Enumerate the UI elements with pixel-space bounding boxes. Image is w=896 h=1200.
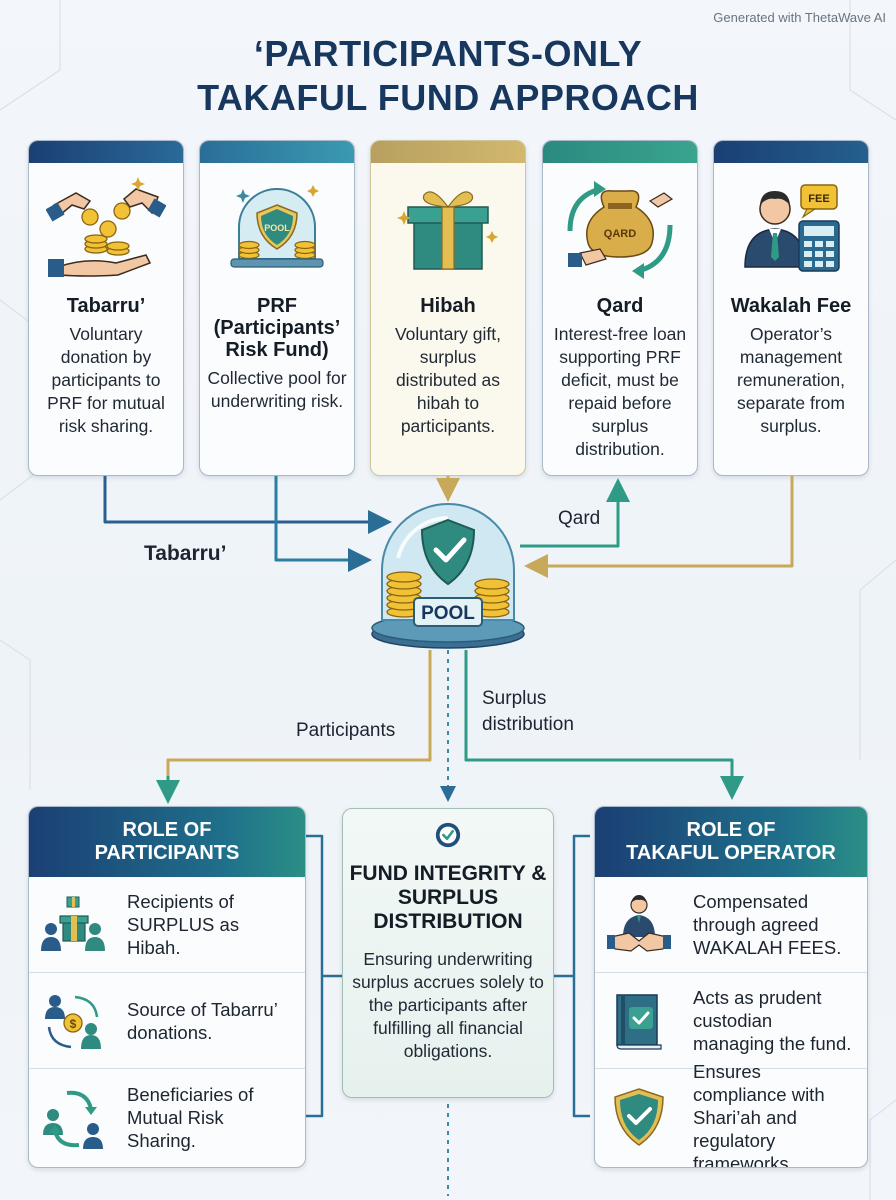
pool-icon-text: POOL bbox=[264, 223, 290, 233]
arrow-pool-to-qard bbox=[520, 478, 630, 548]
card-wakalah: FEE Wakalah Fee Operator’s management re… bbox=[713, 140, 869, 476]
arrow-pool-to-operator bbox=[464, 650, 744, 800]
handshake-person-icon bbox=[607, 894, 671, 952]
card-title: Wakalah Fee bbox=[730, 295, 852, 317]
list-item: Compensated through agreed WAKALAH FEES. bbox=[595, 877, 867, 973]
arrow-prf-to-pool bbox=[274, 476, 372, 572]
panel-title-line-2: PARTICIPANTS bbox=[94, 842, 240, 864]
panel-title-line-1: ROLE OF bbox=[686, 819, 776, 841]
label-tabarru-flow: Tabarru’ bbox=[144, 542, 227, 565]
list-item: Ensures compliance with Shari’ah and reg… bbox=[595, 1061, 867, 1167]
check-circle-icon bbox=[435, 822, 461, 848]
list-item: Recipients of SURPLUS as Hibah. bbox=[29, 877, 305, 973]
panel-heading: ROLE OF PARTICIPANTS bbox=[29, 807, 305, 877]
card-accent-bar bbox=[371, 141, 525, 163]
list-item-text: Ensures compliance with Shari’ah and reg… bbox=[693, 1060, 825, 1168]
title-line-1: ‘PARTICIPANTS-ONLY bbox=[253, 33, 643, 74]
list-item: $ Source of Tabarru’ donations. bbox=[29, 973, 305, 1069]
loan-bag-icon: QARD bbox=[567, 181, 674, 279]
panel-description: Ensuring underwriting surplus accrues so… bbox=[352, 949, 544, 1061]
card-title: PRF (Participants’ Risk Fund) bbox=[213, 295, 341, 361]
card-qard: QARD Qard Interest-free loan supporting … bbox=[542, 140, 698, 476]
panel-title-line-1: ROLE OF bbox=[122, 819, 212, 841]
card-prf: POOL PRF (Participants’ Risk Fund) Colle… bbox=[199, 140, 355, 476]
list-item-text: Recipients of SURPLUS as Hibah. bbox=[127, 891, 240, 958]
card-description: Interest-free loan supporting PRF defici… bbox=[553, 324, 687, 459]
list-item: Acts as prudent custodian managing the f… bbox=[595, 973, 867, 1069]
operator-calculator-icon: FEE bbox=[744, 184, 840, 272]
card-tabarru: Tabarru’ Voluntary donation by participa… bbox=[28, 140, 184, 476]
list-item-text: Beneficiaries of Mutual Risk Sharing. bbox=[127, 1083, 254, 1151]
list-item-text: Source of Tabarru’ donations. bbox=[127, 998, 278, 1043]
card-description: Operator’s management remuneration, sepa… bbox=[737, 324, 845, 436]
list-item-text: Compensated through agreed WAKALAH FEES. bbox=[693, 891, 842, 958]
watermark: Generated with ThetaWave AI bbox=[713, 10, 886, 25]
arrow-tabarru-to-pool bbox=[103, 476, 392, 534]
people-cycle-coin-icon: $ bbox=[45, 994, 101, 1049]
card-title: Qard bbox=[596, 295, 644, 317]
panel-title: FUND INTEGRITY & SURPLUS DISTRIBUTION bbox=[349, 862, 547, 933]
card-description: Voluntary donation by participants to PR… bbox=[47, 324, 165, 436]
page-title: ‘PARTICIPANTS-ONLY TAKAFUL FUND APPROACH bbox=[0, 32, 896, 120]
card-accent-bar bbox=[543, 141, 697, 163]
card-title: Hibah bbox=[420, 295, 476, 317]
pool-dome-icon: POOL bbox=[230, 185, 324, 268]
panel-role-participants: ROLE OF PARTICIPANTS Recipients of SURPL… bbox=[28, 806, 306, 1168]
pool-label: POOL bbox=[421, 603, 475, 624]
panel-title-line-2: TAKAFUL OPERATOR bbox=[626, 842, 836, 864]
card-hibah: Hibah Voluntary gift, surplus distribute… bbox=[370, 140, 526, 476]
list-item-text: Acts as prudent custodian managing the f… bbox=[693, 987, 852, 1054]
card-accent-bar bbox=[29, 141, 183, 163]
hands-coins-icon bbox=[46, 177, 166, 277]
card-description: Voluntary gift, surplus distributed as h… bbox=[394, 324, 502, 436]
panel-heading: ROLE OF TAKAFUL OPERATOR bbox=[595, 807, 867, 877]
label-qard-flow: Qard bbox=[558, 508, 601, 529]
panel-fund-integrity: FUND INTEGRITY & SURPLUS DISTRIBUTION En… bbox=[342, 808, 554, 1098]
gift-box-icon bbox=[397, 191, 498, 270]
svg-text:$: $ bbox=[70, 1017, 77, 1031]
book-check-icon bbox=[616, 993, 662, 1050]
arrow-wakalah-to-pool bbox=[524, 476, 794, 578]
card-accent-bar bbox=[714, 141, 868, 163]
label-surplus-flow: Surplus distribution bbox=[482, 688, 574, 735]
list-item: Beneficiaries of Mutual Risk Sharing. bbox=[29, 1069, 305, 1165]
card-accent-bar bbox=[200, 141, 354, 163]
card-title: Tabarru’ bbox=[66, 295, 146, 317]
pool-dome: POOL bbox=[371, 503, 525, 649]
panel-role-operator: ROLE OF TAKAFUL OPERATOR Compensated thr… bbox=[594, 806, 868, 1168]
people-arrows-icon bbox=[43, 1090, 103, 1149]
qard-icon-text: QARD bbox=[604, 228, 636, 240]
label-participants-flow: Participants bbox=[296, 720, 396, 741]
shield-check-icon bbox=[614, 1088, 664, 1146]
card-description: Collective pool for underwriting risk. bbox=[207, 368, 347, 411]
people-gift-icon bbox=[41, 896, 105, 951]
title-line-2: TAKAFUL FUND APPROACH bbox=[197, 77, 699, 118]
fee-icon-text: FEE bbox=[808, 193, 829, 205]
